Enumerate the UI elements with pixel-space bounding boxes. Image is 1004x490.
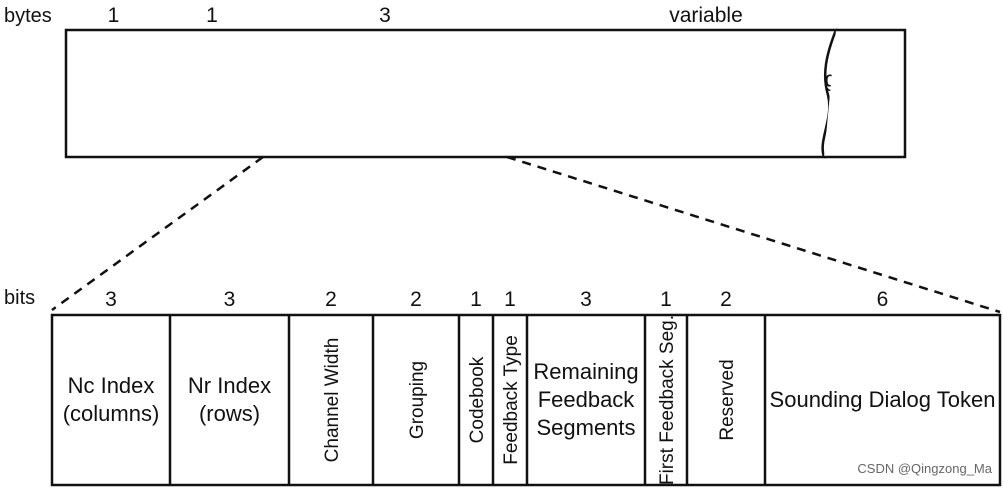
bottom-field-line: Reserved bbox=[717, 359, 738, 440]
zoom-line-right bbox=[506, 155, 1001, 314]
bottom-size-channel-width: 2 bbox=[325, 288, 337, 311]
top-frame-box bbox=[64, 28, 838, 159]
bottom-field-line: Nc Index bbox=[68, 373, 155, 398]
bottom-field-line: First Feedback Seg. bbox=[657, 315, 678, 485]
top-frame: bytes 1Category(VHT)1VHT Action(Compress… bbox=[4, 4, 907, 159]
bottom-size-nc-index-columns: 3 bbox=[105, 288, 117, 311]
bottom-field-feedback-type: Feedback Type bbox=[501, 335, 522, 465]
bottom-field-line: Codebook bbox=[467, 356, 488, 443]
bottom-frame: bits 3 Nc Index (columns) 3 Nr Index (rows) 2C… bbox=[4, 287, 1002, 487]
top-size-vht-action-compressed-beamforming: 1 bbox=[206, 4, 218, 27]
top-unit-label: bytes bbox=[4, 5, 52, 27]
bottom-field-line: Nr Index bbox=[188, 373, 271, 398]
bottom-field-line: Segments bbox=[536, 415, 635, 440]
bottom-field-grouping: Grouping bbox=[407, 361, 428, 439]
bottom-field-channel-width: Channel Width bbox=[322, 338, 343, 463]
top-frame-tail bbox=[824, 28, 907, 159]
bottom-field-nc-index-columns: Nc Index (columns) bbox=[63, 373, 160, 426]
bottom-size-grouping: 2 bbox=[410, 288, 422, 311]
bottom-field-sounding-dialog-token: Sounding Dialog Token bbox=[770, 387, 996, 412]
bottom-field-line: Grouping bbox=[407, 361, 428, 439]
bottom-field-nr-index-rows: Nr Index (rows) bbox=[188, 373, 271, 426]
top-size-category-vht: 1 bbox=[108, 4, 120, 27]
bottom-field-reserved: Reserved bbox=[717, 359, 738, 440]
bottom-size-reserved: 2 bbox=[720, 288, 732, 311]
top-size-vht-mimo-control: 3 bbox=[379, 4, 391, 27]
bottom-size-remaining-feedback-segments: 3 bbox=[580, 288, 592, 311]
bottom-field-line: Remaining bbox=[533, 359, 638, 384]
bottom-size-feedback-type: 1 bbox=[504, 288, 516, 311]
bottom-size-nr-index-rows: 3 bbox=[224, 288, 236, 311]
bottom-field-line: Feedback Type bbox=[501, 335, 522, 465]
bottom-field-line: (columns) bbox=[63, 401, 160, 426]
bottom-size-sounding-dialog-token: 6 bbox=[877, 288, 889, 311]
bottom-field-line: (rows) bbox=[199, 401, 260, 426]
bottom-field-line: Feedback bbox=[538, 387, 636, 412]
watermark: CSDN @Qingzong_Ma bbox=[857, 461, 992, 476]
bottom-field-line: Channel Width bbox=[322, 338, 343, 463]
bottom-unit-label: bits bbox=[4, 287, 35, 309]
bottom-size-codebook: 1 bbox=[470, 288, 482, 311]
top-size-compressed-beamforming-report: variable bbox=[669, 4, 743, 27]
bottom-field-codebook: Codebook bbox=[467, 356, 488, 443]
bottom-size-first-feedback-seg: 1 bbox=[660, 288, 672, 311]
bottom-field-line: Sounding Dialog Token bbox=[770, 387, 996, 412]
bottom-field-first-feedback-seg: First Feedback Seg. bbox=[657, 315, 678, 485]
zoom-line-left bbox=[51, 155, 264, 312]
